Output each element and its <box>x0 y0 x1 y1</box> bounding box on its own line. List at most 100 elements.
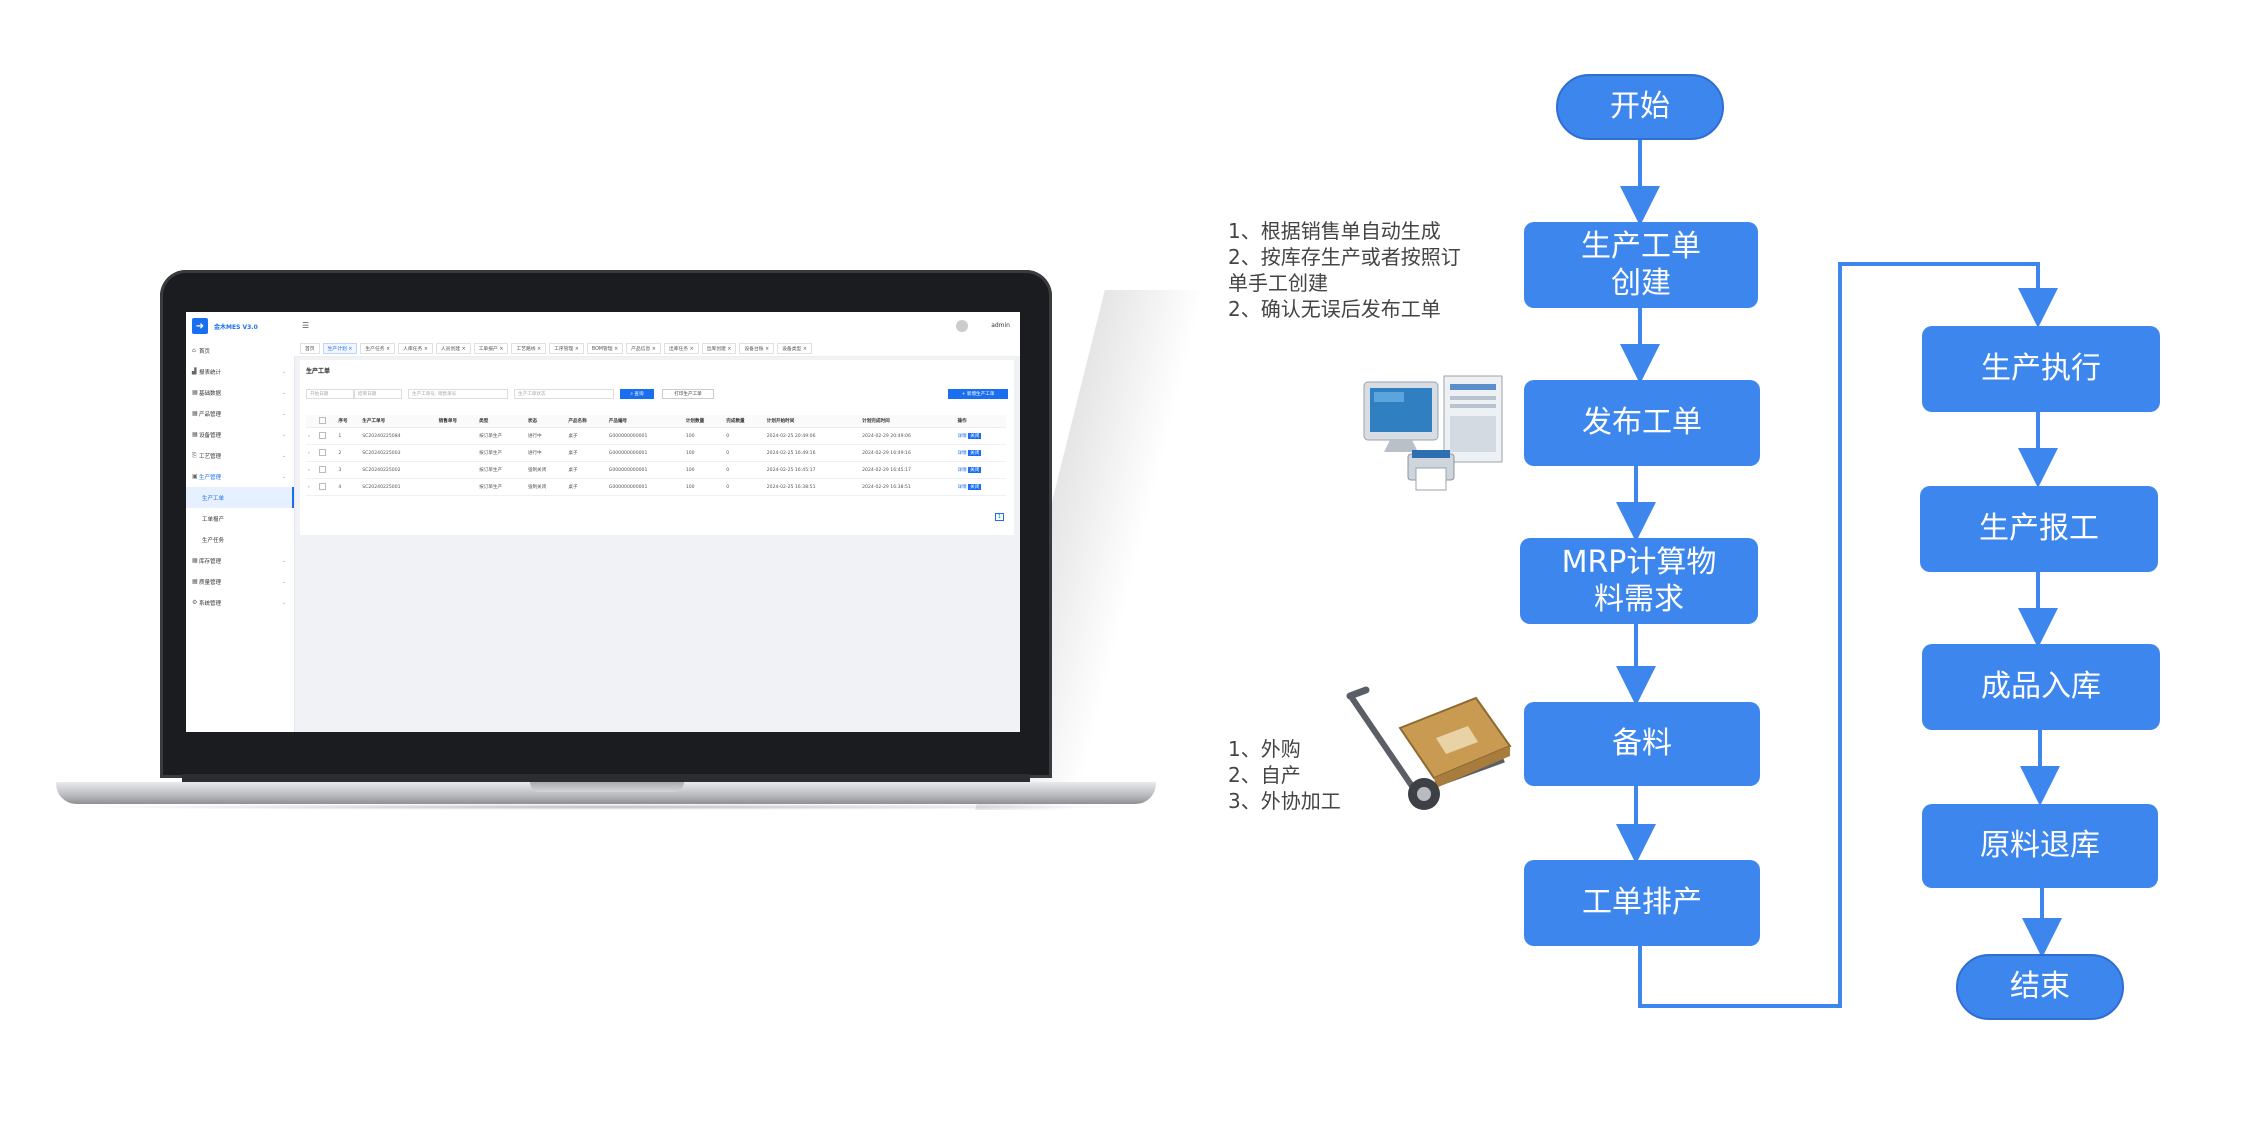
close-icon[interactable]: × <box>763 346 770 352</box>
cell-order[interactable]: SC20240225002 <box>360 461 437 479</box>
close-icon[interactable]: × <box>725 346 732 352</box>
sidebar-item-3[interactable]: ▦产品管理⌄ <box>186 403 294 424</box>
tab-12[interactable]: 设备台账 × <box>739 342 775 354</box>
app-logo[interactable]: ➜ 金木MES V3.0 <box>186 312 294 340</box>
sidebar-item-5[interactable]: ⎘工艺管理⌄ <box>186 445 294 466</box>
flow-node-prepare-material[interactable]: 备料 <box>1524 702 1760 786</box>
tab-6[interactable]: 工艺路线 × <box>511 342 547 354</box>
tab-5[interactable]: 工单报产 × <box>473 342 509 354</box>
flow-node-material-return[interactable]: 原料退库 <box>1922 804 2158 888</box>
hamburger-icon[interactable]: ☰ <box>302 321 310 330</box>
cell-plan: 100 <box>683 478 725 496</box>
search-input[interactable]: 生产工单号, 销售单号 <box>408 389 508 399</box>
expand-icon[interactable]: › <box>306 427 317 445</box>
flow-node-start[interactable]: 开始 <box>1556 74 1724 140</box>
sidebar-item-7[interactable]: 生产工单 <box>186 487 294 508</box>
flow-node-create-order[interactable]: 生产工单 创建 <box>1524 222 1758 308</box>
cell-done: 0 <box>724 461 765 479</box>
sidebar-item-11[interactable]: ▦质量管理⌄ <box>186 571 294 592</box>
sidebar-item-label: 库存管理 <box>199 558 222 565</box>
sidebar-item-label: 系统管理 <box>199 600 222 607</box>
chart-icon: ▟ <box>192 368 197 375</box>
flow-node-execute[interactable]: 生产执行 <box>1922 326 2160 412</box>
close-button[interactable]: 关闭 <box>968 450 982 456</box>
print-button[interactable]: 打印生产工单 <box>662 389 714 399</box>
cell-order[interactable]: SC20240225003 <box>360 444 437 462</box>
flow-node-report[interactable]: 生产报工 <box>1920 486 2158 572</box>
detail-button[interactable]: 详情 <box>957 451 967 456</box>
tab-13[interactable]: 设备类型 × <box>777 342 812 354</box>
flow-node-stock-in[interactable]: 成品入库 <box>1922 644 2160 730</box>
detail-button[interactable]: 详情 <box>957 485 967 490</box>
query-button[interactable]: ⌕ 查询 <box>620 389 654 399</box>
detail-button[interactable]: 详情 <box>957 434 967 439</box>
close-icon[interactable]: × <box>573 346 579 352</box>
laptop-notch <box>530 782 684 792</box>
sidebar-item-label: 工单报产 <box>202 516 225 523</box>
tab-11[interactable]: 出库创建 × <box>701 342 737 354</box>
avatar[interactable] <box>956 320 968 332</box>
close-icon[interactable]: × <box>688 346 694 352</box>
pagination-page[interactable]: 1 <box>994 513 1004 521</box>
flow-node-schedule[interactable]: 工单排产 <box>1524 860 1760 946</box>
sidebar-item-2[interactable]: ▦基础数据⌄ <box>186 382 294 403</box>
row-checkbox[interactable] <box>318 431 326 439</box>
tab-7[interactable]: 工序管理 × <box>549 342 584 354</box>
sidebar-item-12[interactable]: ⚙系统管理⌄ <box>186 592 294 613</box>
expand-icon[interactable]: › <box>306 461 317 479</box>
close-icon[interactable]: × <box>612 346 619 352</box>
close-icon[interactable]: × <box>422 346 428 352</box>
sidebar-item-4[interactable]: ▦设备管理⌄ <box>186 424 294 445</box>
row-checkbox[interactable] <box>318 448 326 456</box>
row-checkbox[interactable] <box>318 465 326 473</box>
tab-2[interactable]: 生产任务 × <box>360 342 396 354</box>
close-button[interactable]: 关闭 <box>968 484 982 490</box>
flow-node-release-order[interactable]: 发布工单 <box>1524 380 1760 466</box>
tab-1[interactable]: 生产计划 × <box>322 342 358 354</box>
column-header: 操作 <box>955 415 1006 428</box>
expand-icon[interactable]: › <box>306 478 317 496</box>
status-select[interactable]: 生产工单状态 <box>514 389 614 399</box>
detail-button[interactable]: 详情 <box>957 468 967 473</box>
sidebar-item-9[interactable]: 生产任务 <box>186 529 294 550</box>
column-header: 计划数量 <box>683 415 725 428</box>
close-button[interactable]: 关闭 <box>968 433 982 439</box>
close-icon[interactable]: × <box>460 346 466 352</box>
chevron-down-icon: ⌄ <box>281 452 286 459</box>
tab-0[interactable]: 首页 <box>300 342 320 354</box>
sidebar-item-6[interactable]: ▣生产管理⌄ <box>186 466 294 487</box>
tab-4[interactable]: 人员创建 × <box>435 342 471 354</box>
work-order-table: 序号生产工单号销售单号类型状态产品名称产品编号计划数量完成数量计划开始时间计划完… <box>306 415 1006 496</box>
close-icon[interactable]: × <box>801 346 807 352</box>
close-icon[interactable]: × <box>650 346 656 352</box>
close-icon[interactable]: × <box>346 346 353 352</box>
flow-node-mrp[interactable]: MRP计算物 料需求 <box>1520 538 1758 624</box>
tab-9[interactable]: 产品信息 × <box>626 342 661 354</box>
sidebar-item-8[interactable]: 工单报产 <box>186 508 294 529</box>
close-icon[interactable]: × <box>535 346 542 352</box>
close-icon[interactable]: × <box>384 346 391 352</box>
sidebar-item-10[interactable]: ▦库存管理⌄ <box>186 550 294 571</box>
flow-node-end[interactable]: 结束 <box>1956 954 2124 1020</box>
select-all-checkbox[interactable] <box>318 416 326 424</box>
add-work-order-button[interactable]: + 新增生产工单 <box>948 389 1008 399</box>
sidebar-item-0[interactable]: ⌂首页 <box>186 340 294 361</box>
column-header: 完成数量 <box>724 415 765 428</box>
start-date-input[interactable]: 开始日期 <box>306 389 354 399</box>
tab-8[interactable]: BOM管理 × <box>586 342 624 354</box>
sidebar-item-1[interactable]: ▟报表统计⌄ <box>186 361 294 382</box>
user-name[interactable]: admin <box>991 322 1010 329</box>
cell-order[interactable]: SC20240225001 <box>360 478 437 496</box>
tab-3[interactable]: 人库任务 × <box>398 342 433 354</box>
expand-icon[interactable]: › <box>306 444 317 462</box>
row-checkbox[interactable] <box>318 482 326 490</box>
close-icon[interactable]: × <box>497 346 504 352</box>
end-date-input[interactable]: 结束日期 <box>354 389 402 399</box>
tab-10[interactable]: 出库任务 × <box>663 342 699 354</box>
cell-order[interactable]: SC20240225084 <box>360 427 437 445</box>
close-button[interactable]: 关闭 <box>968 467 982 473</box>
